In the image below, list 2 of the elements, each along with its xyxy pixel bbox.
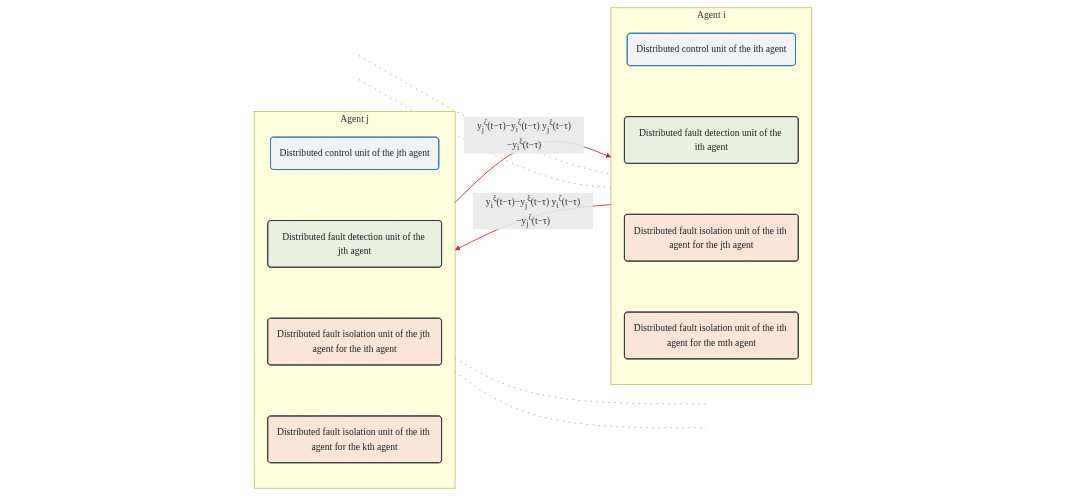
edge-label: y$_{j}$$^{ζ}$(t−τ)−y$_{i}$$^{ζ}$(t−τ) y$_{j}$$^{ξ}$(t−τ)−y$_{i}$$^{ξ}$(t−τ)	[477, 118, 572, 152]
edge-label: y$_{i}$$^{ξ}$(t−τ)−y$_{j}$$^{ξ}$(t−τ) y$_{i}$$^{ζ}$(t−τ)−y$_{j}$$^{ζ}$(t−τ)	[485, 194, 581, 228]
